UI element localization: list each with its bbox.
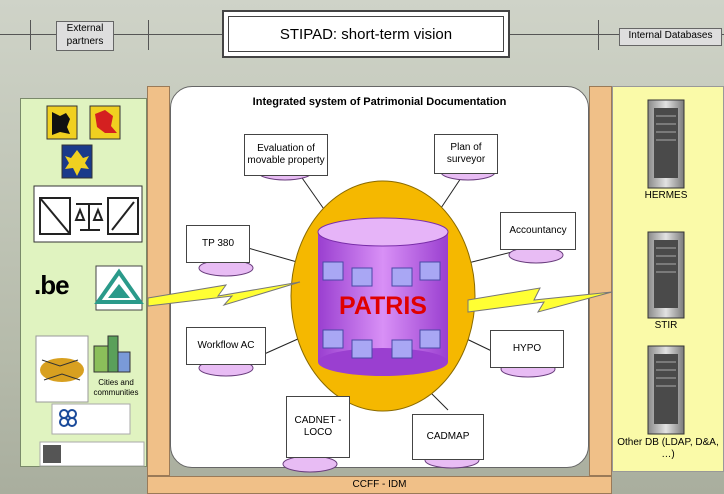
header-tick <box>30 20 31 50</box>
module-evaluation-movable-property: Evaluation of movable property <box>244 134 328 176</box>
module-accountancy: Accountancy <box>500 212 576 250</box>
module-plan-of-surveyor: Plan of surveyor <box>434 134 498 174</box>
servers <box>647 99 685 435</box>
partner-logos <box>33 105 145 467</box>
patris-cylinder-bottom <box>318 348 448 376</box>
module-tp380: TP 380 <box>186 225 250 263</box>
right-lightning-bolt <box>467 287 613 313</box>
internal-databases-tag: Internal Databases <box>619 28 722 46</box>
right-pillar <box>589 86 612 476</box>
module-cadmap: CADMAP <box>412 414 484 460</box>
server-label-stir: STIR <box>654 320 678 331</box>
header-rule-right <box>510 34 724 35</box>
integrated-system-title: Integrated system of Patrimonial Documen… <box>252 96 507 108</box>
server-label-other-db: Other DB (LDAP, D&A, …) <box>617 437 719 460</box>
data-cubes <box>322 261 441 359</box>
patris-cylinder-top <box>317 217 449 247</box>
left-pillar <box>147 86 170 476</box>
ccff-idm-bar: CCFF - IDM <box>147 476 612 494</box>
cities-communities-label: Cities and communities <box>93 378 139 397</box>
header-tick <box>598 20 599 50</box>
patris-label: PATRIS <box>339 292 427 320</box>
server-label-hermes: HERMES <box>644 190 688 201</box>
page-title: STIPAD: short-term vision <box>228 16 504 52</box>
left-lightning-bolt <box>147 281 301 307</box>
module-workflow-ac: Workflow AC <box>186 327 266 365</box>
be-logo-text: .be <box>34 270 70 300</box>
module-hypo: HYPO <box>490 330 564 368</box>
external-partners-tag: External partners <box>56 21 114 51</box>
module-cadnet-loco: CADNET - LOCO <box>286 396 350 458</box>
title-frame <box>222 10 510 58</box>
header-tick <box>148 20 149 50</box>
